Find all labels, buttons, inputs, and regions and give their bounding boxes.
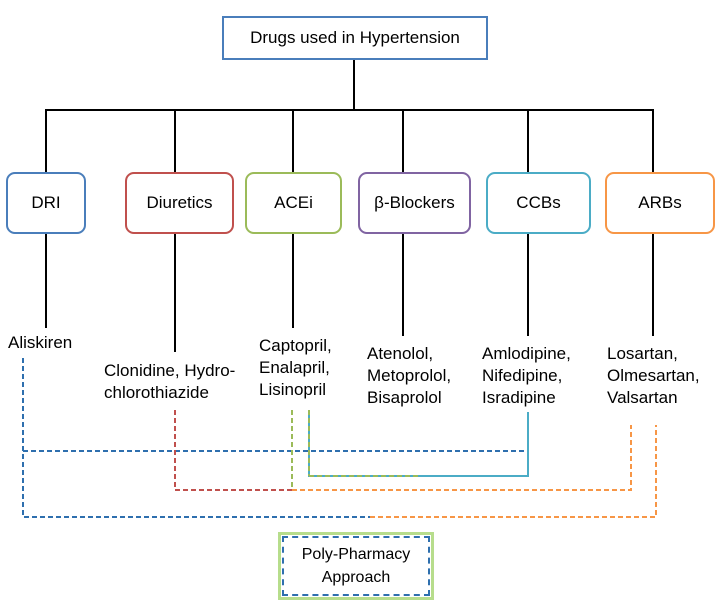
- combo-line-dri-arbs-orange: [370, 425, 657, 518]
- poly-label-line1: Poly-Pharmacy: [301, 546, 411, 563]
- poly-pharmacy-inner: Poly-Pharmacy Approach: [282, 536, 430, 596]
- drug-name: Aliskiren: [8, 333, 73, 352]
- drug-name: Isradipine: [482, 388, 556, 407]
- combo-line-dri-arbs-blue: [22, 358, 370, 518]
- class-node-ccbs: CCBs: [486, 172, 591, 234]
- drug-name: Lisinopril: [259, 380, 327, 399]
- drug-name: Captopril,: [259, 336, 332, 355]
- drug-list-acei: Captopril, Enalapril, Lisinopril: [259, 335, 332, 401]
- root-node: Drugs used in Hypertension: [222, 16, 488, 60]
- class-label-diuretics: Diuretics: [146, 193, 213, 212]
- class-node-diuretics: Diuretics: [125, 172, 234, 234]
- combo-line-acei-ccbs: [308, 410, 529, 477]
- drug-list-diuretics: Clonidine, Hydro- chlorothiazide: [104, 360, 235, 404]
- class-node-arbs: ARBs: [605, 172, 715, 234]
- combo-line-diuretics-orange: [292, 425, 632, 491]
- root-label: Drugs used in Hypertension: [250, 28, 460, 47]
- drug-name: Clonidine, Hydro-: [104, 361, 236, 380]
- class-node-beta-blockers: β-Blockers: [358, 172, 471, 234]
- combo-line-diuretics-red: [174, 410, 292, 491]
- class-label-beta-blockers: β-Blockers: [374, 193, 455, 212]
- poly-label-line2: Approach: [321, 569, 391, 586]
- drug-name: Metoprolol,: [367, 366, 452, 385]
- drug-list-arbs: Losartan, Olmesartan, Valsartan: [607, 343, 700, 409]
- drug-name: Nifedipine,: [482, 366, 563, 385]
- poly-pharmacy-node: Poly-Pharmacy Approach: [278, 532, 434, 600]
- combo-line-dri-ccbs: [23, 412, 529, 452]
- drug-name: Amlodipine,: [482, 344, 571, 363]
- drug-name: Losartan,: [607, 344, 678, 363]
- drug-name: Valsartan: [607, 388, 678, 407]
- drug-name: Bisaprolol: [367, 388, 442, 407]
- class-label-dri: DRI: [31, 193, 61, 212]
- class-node-dri: DRI: [6, 172, 86, 234]
- drug-list-ccbs: Amlodipine, Nifedipine, Isradipine: [482, 343, 571, 409]
- drug-list-beta-blockers: Atenolol, Metoprolol, Bisaprolol: [367, 343, 451, 409]
- drug-name: Olmesartan,: [607, 366, 700, 385]
- class-label-ccbs: CCBs: [516, 193, 561, 212]
- class-node-acei: ACEi: [245, 172, 342, 234]
- class-label-arbs: ARBs: [638, 193, 682, 212]
- class-label-acei: ACEi: [274, 193, 313, 212]
- drug-name: Enalapril,: [259, 358, 330, 377]
- drug-name: Atenolol,: [367, 344, 434, 363]
- drug-name: chlorothiazide: [104, 383, 209, 402]
- drug-list-dri: Aliskiren: [8, 332, 72, 354]
